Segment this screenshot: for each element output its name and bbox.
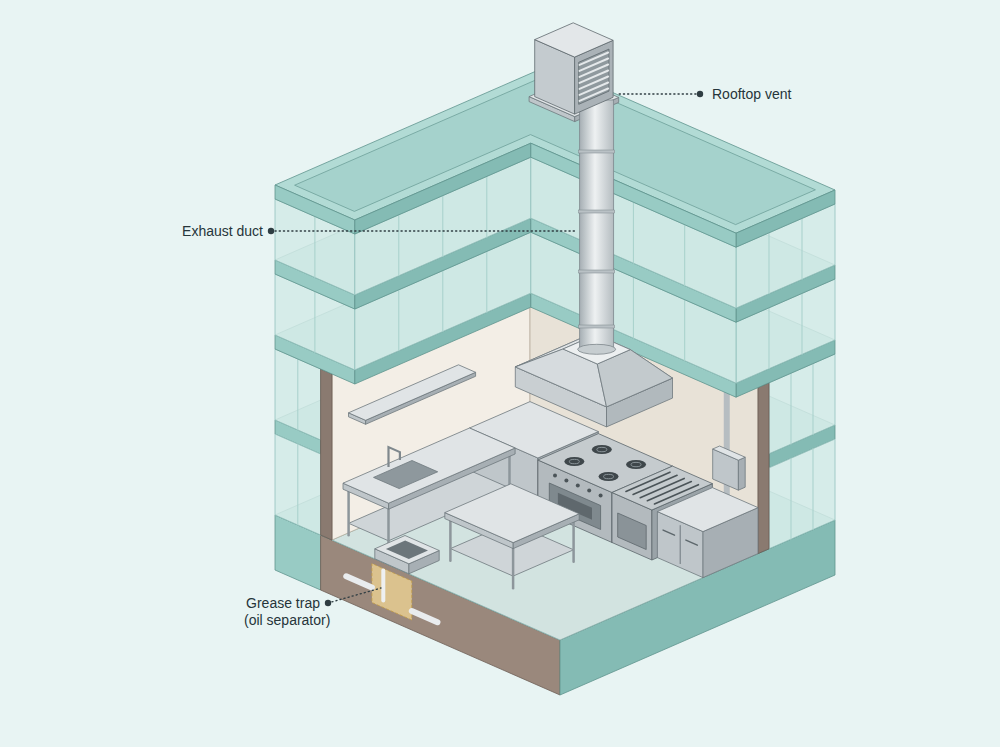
vent-louver [580, 58, 609, 70]
glass-mullion [769, 233, 770, 294]
duct-collar [578, 344, 616, 354]
fridge-handle [686, 540, 697, 545]
rooftop-vent [535, 23, 613, 57]
illustration-group [275, 23, 835, 695]
stove-burner [604, 474, 614, 478]
prep-table [512, 546, 515, 588]
glass-mullion [684, 225, 685, 286]
vent-louver [580, 76, 609, 88]
stove-burner [597, 447, 607, 451]
vent-louver [580, 70, 609, 82]
vent-louver [580, 82, 609, 94]
electrical-box [738, 457, 745, 490]
stove-burner [569, 459, 579, 463]
stove-knob [599, 494, 603, 498]
glass-mullion [398, 290, 399, 351]
callout-label: Grease trap [246, 595, 320, 611]
griddle-bars [626, 472, 670, 491]
stove-knob [564, 479, 568, 483]
sink-counter [347, 489, 350, 535]
outlet-pipe [412, 611, 438, 622]
vent-louver [580, 52, 609, 64]
callout-label: Exhaust duct [182, 223, 263, 239]
glass-mullion [442, 196, 443, 257]
wall-section [758, 383, 769, 554]
leader-line [275, 230, 577, 231]
vent-louver [580, 64, 609, 76]
prep-table [572, 520, 575, 562]
leader-group [268, 91, 703, 606]
stove-burner [631, 462, 641, 466]
stove-burner [592, 445, 612, 454]
glass-mullion [813, 364, 814, 435]
duct-joint [579, 270, 615, 273]
leader-dot [268, 228, 274, 234]
callout-label: Rooftop vent [712, 86, 791, 102]
leader-dot [697, 91, 703, 97]
glass-mullion [297, 444, 298, 525]
prep-table [449, 519, 452, 561]
grease-trap-opening [386, 541, 428, 559]
glass-mullion [633, 202, 634, 263]
sink-basin [374, 461, 438, 489]
stove-burner [564, 457, 584, 466]
glass-mullion [486, 251, 487, 312]
glass-wall [275, 434, 321, 535]
stove-knob [587, 489, 591, 493]
glass-mullion [791, 458, 792, 539]
glass-mullion [442, 271, 443, 332]
griddle-door [618, 513, 647, 550]
prep-table [445, 484, 579, 543]
glass-mullion [802, 293, 803, 354]
stove-knob [553, 474, 557, 478]
glass-mullion [802, 218, 803, 279]
leader-line [617, 93, 696, 94]
duct-joint [579, 325, 615, 328]
glass-mullion [314, 292, 315, 353]
grease-trap-cover [375, 536, 439, 564]
stove-burner [626, 460, 646, 469]
undercounter-fridge [657, 488, 758, 532]
glass-mullion [813, 449, 814, 530]
electrical-box [713, 446, 746, 460]
stove-burner [599, 472, 619, 481]
inlet-pipe [346, 576, 372, 587]
vent-louver-frame [579, 49, 609, 104]
separator-pipe [381, 571, 385, 601]
vent-louver [580, 88, 609, 100]
glass-mullion [486, 176, 487, 237]
kitchen-floor [332, 454, 758, 640]
stove-knob [576, 484, 580, 488]
fridge-handle [663, 530, 674, 535]
glass-mullion [684, 300, 685, 361]
sink-counter [343, 428, 515, 503]
leader-dot [325, 600, 331, 606]
fridge-door [680, 526, 681, 564]
duct-joint [579, 150, 615, 153]
glass-mullion [791, 373, 792, 444]
glass-mullion [769, 308, 770, 369]
glass-mullion [314, 217, 315, 278]
sink-faucet [389, 447, 400, 467]
duct-joint [579, 210, 615, 213]
glass-mullion [297, 359, 298, 430]
callout-label: (oil separator) [244, 612, 330, 628]
wall-section [321, 369, 332, 540]
range-hood [515, 338, 672, 407]
glass-wall [769, 439, 835, 549]
glass-mullion [633, 277, 634, 338]
leader-line [332, 588, 381, 602]
glass-mullion [398, 215, 399, 276]
exhaust-duct [580, 100, 614, 349]
